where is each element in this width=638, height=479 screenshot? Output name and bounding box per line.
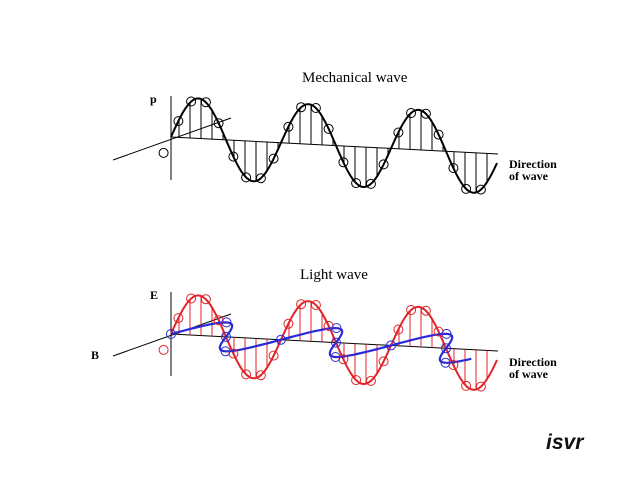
b-field-marker bbox=[441, 328, 452, 339]
e-field-markers bbox=[158, 293, 486, 392]
mechanical-wave-marker bbox=[323, 123, 334, 134]
mechanical-wave-marker bbox=[365, 178, 376, 189]
b-field-markers bbox=[166, 317, 452, 368]
e-field-marker bbox=[255, 370, 266, 381]
mechanical-wave-marker bbox=[241, 172, 252, 183]
mechanical-wave-marker bbox=[406, 108, 417, 118]
e-field-marker bbox=[393, 324, 404, 335]
b-field-wave bbox=[170, 321, 472, 364]
e-field-marker bbox=[420, 305, 431, 316]
e-field-marker bbox=[323, 320, 334, 331]
e-field-marker bbox=[378, 356, 389, 367]
mechanical-wave-markers bbox=[158, 96, 486, 195]
e-field-marker bbox=[475, 381, 486, 392]
e-field-marker bbox=[365, 375, 376, 386]
e-field-marker bbox=[351, 375, 362, 386]
mechanical-wave-title: Mechanical wave bbox=[302, 70, 408, 86]
e-field-marker bbox=[268, 350, 279, 361]
mechanical-wave-marker bbox=[173, 116, 184, 127]
mechanical-wave-marker bbox=[433, 129, 444, 140]
mechanical-wave-panel: Mechanical wave p Direction of wave bbox=[112, 70, 557, 195]
e-field-marker bbox=[241, 369, 252, 380]
mechanical-wave-marker bbox=[448, 163, 459, 173]
mechanical-transverse-axis bbox=[112, 117, 232, 161]
b-field-marker bbox=[441, 343, 451, 354]
mechanical-wave-marker bbox=[351, 178, 362, 189]
b-field-marker bbox=[221, 317, 232, 328]
b-field-marker bbox=[386, 340, 396, 351]
mechanical-axis-label-p: p bbox=[150, 92, 157, 106]
mechanical-wave-marker bbox=[200, 97, 211, 108]
b-field-marker bbox=[221, 331, 231, 342]
e-field-marker bbox=[461, 380, 472, 391]
e-field-marker bbox=[448, 360, 459, 370]
e-field-marker bbox=[173, 313, 184, 324]
mechanical-wave-marker bbox=[213, 118, 224, 129]
isvr-logo: isvr bbox=[546, 431, 585, 454]
e-field-marker bbox=[200, 294, 211, 305]
mechanical-wave-marker bbox=[393, 127, 404, 138]
e-field-marker bbox=[283, 318, 294, 329]
mechanical-wave-marker bbox=[186, 96, 197, 107]
mechanical-wave-marker bbox=[420, 108, 431, 119]
b-field-marker bbox=[330, 352, 341, 362]
mechanical-direction-label-1: Direction bbox=[509, 157, 557, 171]
mechanical-wave-marker bbox=[228, 151, 239, 162]
e-field-marker bbox=[433, 326, 444, 337]
e-field-marker bbox=[213, 315, 224, 326]
b-field-marker bbox=[440, 357, 451, 368]
mechanical-direction-label-2: of wave bbox=[509, 169, 549, 183]
light-axis-label-b: B bbox=[91, 348, 99, 362]
mechanical-wave-marker bbox=[338, 157, 349, 168]
e-field-marker bbox=[406, 305, 417, 315]
b-field-marker bbox=[331, 323, 342, 334]
mechanical-wave-marker bbox=[310, 103, 321, 113]
b-field-marker bbox=[220, 346, 231, 357]
mechanical-wave-marker bbox=[296, 102, 307, 113]
e-field-wave bbox=[170, 294, 498, 391]
light-wave-panel: Light wave E B Direction of wave bbox=[91, 267, 557, 392]
e-field-marker bbox=[228, 348, 239, 359]
mechanical-wave-marker bbox=[158, 147, 169, 158]
mechanical-wave-curve bbox=[170, 97, 498, 194]
b-field-marker bbox=[331, 337, 341, 348]
mechanical-wave-marker bbox=[283, 121, 294, 132]
mechanical-wave-marker bbox=[461, 183, 472, 194]
e-field-marker bbox=[338, 354, 349, 365]
mechanical-wave-marker bbox=[268, 153, 279, 164]
mechanical-wave-marker bbox=[475, 184, 486, 195]
b-field-marker bbox=[276, 334, 286, 345]
mechanical-wave-marker bbox=[378, 159, 389, 170]
e-field-marker bbox=[158, 344, 169, 355]
light-direction-label-1: Direction bbox=[509, 355, 557, 369]
mechanical-wave-marker bbox=[255, 173, 266, 184]
light-transverse-axis bbox=[112, 313, 232, 357]
light-direction-label-2: of wave bbox=[509, 367, 549, 381]
light-wave-title: Light wave bbox=[300, 267, 368, 283]
light-axis-label-e: E bbox=[150, 288, 158, 302]
e-field-marker bbox=[186, 293, 197, 304]
b-field-marker bbox=[166, 329, 176, 339]
e-field-marker bbox=[296, 299, 307, 310]
e-field-marker bbox=[310, 300, 321, 310]
